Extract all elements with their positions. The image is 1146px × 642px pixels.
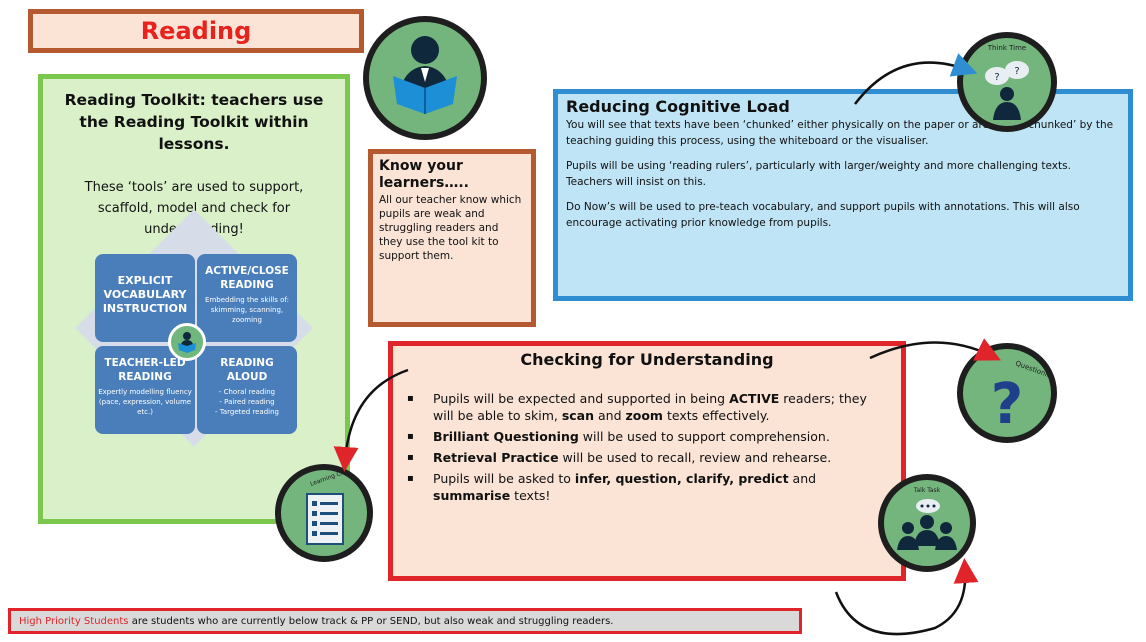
- quadrant-title: ACTIVE/CLOSE READING: [205, 265, 289, 291]
- checking-bullet-item: Pupils will be asked to infer, question,…: [407, 470, 891, 504]
- reducing-load-heading: Reducing Cognitive Load: [566, 97, 790, 116]
- checking-bullet-text: texts effectively.: [662, 408, 770, 423]
- footer-highlight: High Priority Students: [19, 616, 129, 627]
- checking-bullet-item: Pupils will be expected and supported in…: [407, 390, 891, 424]
- talk-task-label: Talk Task: [913, 487, 941, 494]
- reducing-load-paragraph: You will see that texts have been ‘chunk…: [566, 119, 1114, 147]
- know-learners-heading: Know your learners…..: [379, 158, 469, 191]
- checking-bullets: Pupils will be expected and supported in…: [403, 390, 891, 504]
- checking-bullet-text: texts!: [510, 488, 551, 503]
- know-learners-panel: Know your learners….. All our teacher kn…: [368, 149, 536, 327]
- quadrant-active-reading: ACTIVE/CLOSE READING Embedding the skill…: [197, 254, 297, 342]
- page-title: Reading: [140, 17, 252, 45]
- checking-bullet-text: Pupils will be expected and supported in…: [433, 391, 730, 406]
- quadrant-teacher-led: TEACHER-LED READING Expertly modelling f…: [95, 346, 195, 434]
- page-title-box: Reading: [28, 9, 364, 53]
- reader-icon: [363, 16, 487, 140]
- checking-bullet-item: Retrieval Practice will be used to recal…: [407, 449, 891, 466]
- checking-bullet-text: and: [594, 408, 626, 423]
- checking-bullet-text: scan: [561, 408, 595, 423]
- toolkit-center-reader-icon: [168, 323, 206, 361]
- quadrant-subtitle: Expertly modelling fluency (pace, expres…: [98, 388, 192, 416]
- checking-bullet-text: will be used to support comprehension.: [578, 429, 830, 444]
- reducing-load-panel: Reducing Cognitive Load You will see tha…: [553, 89, 1133, 301]
- learning-check-icon: Learning Check: [275, 464, 373, 562]
- checking-bullet-text: will be used to recall, review and rehea…: [558, 450, 832, 465]
- quadrant-title: TEACHER-LED READING: [104, 357, 186, 383]
- checking-bullet-text: zoom: [625, 408, 663, 423]
- checking-bullet-text: and: [788, 471, 817, 486]
- arrow-questioning: [869, 338, 1001, 361]
- checking-heading: Checking for Understanding: [520, 350, 774, 369]
- quadrant-reading-aloud: READING ALOUD - Choral reading - Paired …: [197, 346, 297, 434]
- toolkit-heading: Reading Toolkit: teachers use the Readin…: [64, 91, 324, 153]
- reducing-load-paragraph: Pupils will be using ‘reading rulers’, p…: [566, 160, 1071, 188]
- quadrant-title: EXPLICIT VOCABULARY INSTRUCTION: [102, 274, 188, 315]
- checking-bullet-text: Brilliant Questioning: [433, 429, 579, 444]
- think-time-label: Think Time: [987, 44, 1027, 52]
- checking-bullet-text: ACTIVE: [729, 391, 780, 406]
- checking-understanding-panel: Checking for Understanding Pupils will b…: [388, 341, 906, 581]
- quadrant-title: READING ALOUD: [220, 357, 274, 383]
- reducing-load-paragraph: Do Now’s will be used to pre-teach vocab…: [566, 201, 1080, 229]
- think-time-icon: Think Time ? ?: [957, 32, 1057, 132]
- svg-text:?: ?: [994, 72, 999, 83]
- toolkit-body: These ‘tools’ are used to support, scaff…: [84, 180, 304, 237]
- checking-bullet-text: Pupils will be asked to: [433, 471, 575, 486]
- checking-bullet-text: Retrieval Practice: [433, 450, 559, 465]
- svg-text:?: ?: [1014, 66, 1019, 77]
- arrow-learning-check: [333, 368, 409, 472]
- know-learners-body: All our teacher know which pupils are we…: [379, 194, 522, 262]
- quadrant-subtitle: - Choral reading - Paired reading - Targ…: [215, 388, 279, 416]
- svg-text:?: ?: [991, 372, 1023, 437]
- footer-note: High Priority Students are students who …: [8, 608, 802, 634]
- quadrant-subtitle: Embedding the skills of: skimming, scann…: [205, 296, 289, 324]
- checking-bullet-text: infer, question, clarify, predict: [574, 471, 789, 486]
- checking-bullet-item: Brilliant Questioning will be used to su…: [407, 428, 891, 445]
- checking-bullet-text: readers; they will be able to skim,: [433, 391, 867, 423]
- arrow-talk-task: [834, 558, 979, 636]
- arrow-think-time: [854, 53, 978, 105]
- talk-task-icon: Talk Task: [878, 474, 976, 572]
- checking-bullet-text: summarise: [433, 488, 511, 503]
- footer-text: are students who are currently below tra…: [128, 616, 614, 627]
